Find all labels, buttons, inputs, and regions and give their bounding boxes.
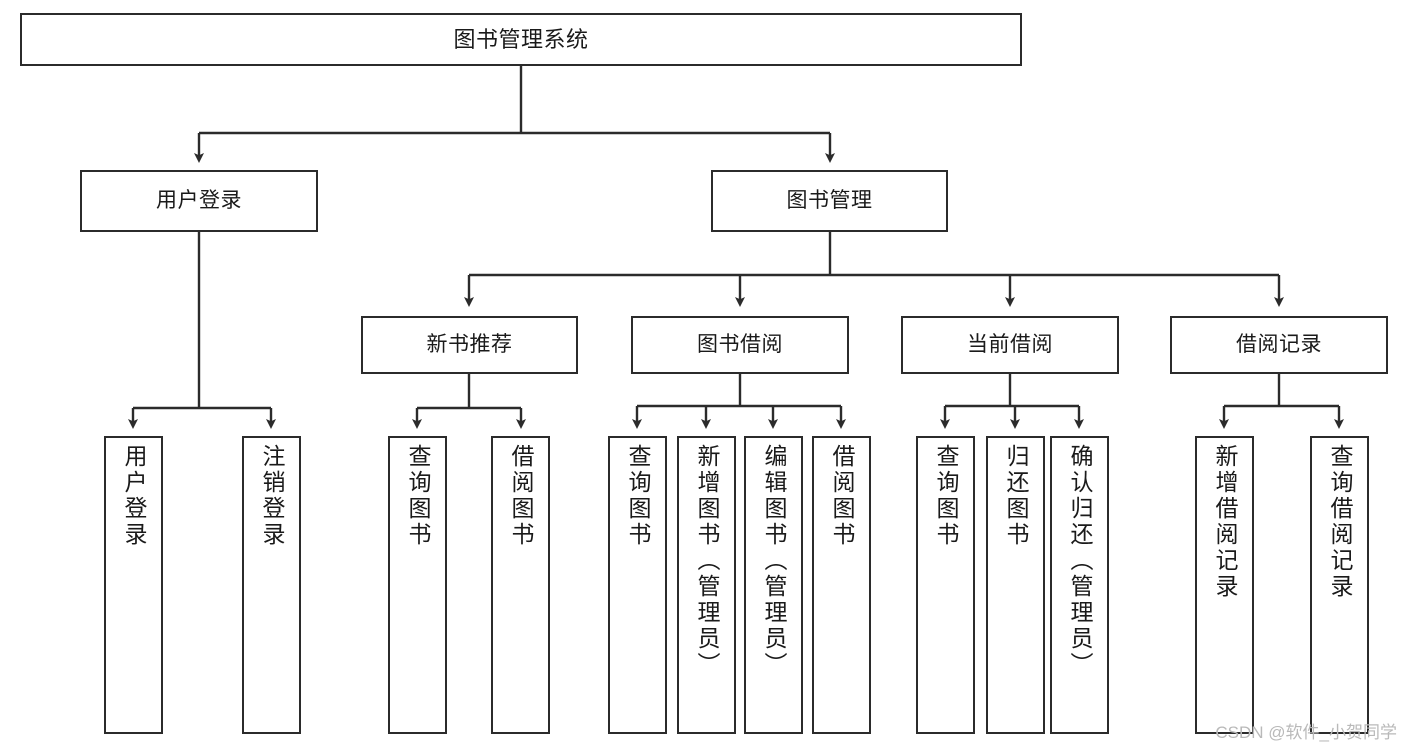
leaf-query-book-3[interactable]: 查询图书 (916, 436, 975, 734)
leaf-add-book[interactable]: 新增图书（管理员） (677, 436, 736, 734)
leaf-query-record-label: 查询借阅记录 (1327, 444, 1353, 600)
leaf-return-book[interactable]: 归还图书 (986, 436, 1045, 734)
leaf-borrow-book-1[interactable]: 借阅图书 (491, 436, 550, 734)
node-new-book-recommend[interactable]: 新书推荐 (361, 316, 578, 374)
leaf-add-book-label: 新增图书（管理员） (694, 444, 720, 678)
node-current-borrow[interactable]: 当前借阅 (901, 316, 1119, 374)
csdn-watermark: CSDN @软件_小贺同学 (1215, 723, 1397, 742)
leaf-query-book-3-label: 查询图书 (933, 444, 959, 548)
leaf-logout-login[interactable]: 注销登录 (242, 436, 301, 734)
node-book-manage[interactable]: 图书管理 (711, 170, 948, 232)
leaf-query-book-2-label: 查询图书 (625, 444, 651, 548)
leaf-edit-book-label: 编辑图书（管理员） (761, 444, 787, 678)
node-borrow-record[interactable]: 借阅记录 (1170, 316, 1388, 374)
node-root-label: 图书管理系统 (453, 26, 589, 52)
node-new-book-recommend-label: 新书推荐 (426, 332, 513, 356)
leaf-query-book-1-label: 查询图书 (405, 444, 431, 548)
leaf-return-book-label: 归还图书 (1003, 444, 1029, 548)
leaf-add-record-label: 新增借阅记录 (1212, 444, 1238, 600)
leaf-user-login-label: 用户登录 (121, 444, 147, 548)
node-borrow-record-label: 借阅记录 (1236, 332, 1322, 356)
leaf-query-book-2[interactable]: 查询图书 (608, 436, 667, 734)
leaf-borrow-book-2-label: 借阅图书 (829, 444, 855, 548)
leaf-confirm-return-label: 确认归还（管理员） (1067, 444, 1093, 678)
node-user-login-label: 用户登录 (156, 188, 242, 212)
node-user-login[interactable]: 用户登录 (80, 170, 318, 232)
leaf-confirm-return[interactable]: 确认归还（管理员） (1050, 436, 1109, 734)
leaf-edit-book[interactable]: 编辑图书（管理员） (744, 436, 803, 734)
leaf-borrow-book-1-label: 借阅图书 (508, 444, 534, 548)
node-root[interactable]: 图书管理系统 (20, 13, 1022, 66)
leaf-add-record[interactable]: 新增借阅记录 (1195, 436, 1254, 734)
leaf-query-record[interactable]: 查询借阅记录 (1310, 436, 1369, 734)
leaf-query-book-1[interactable]: 查询图书 (388, 436, 447, 734)
leaf-user-login[interactable]: 用户登录 (104, 436, 163, 734)
node-book-manage-label: 图书管理 (786, 188, 873, 212)
node-book-borrow-label: 图书借阅 (697, 332, 783, 356)
node-book-borrow[interactable]: 图书借阅 (631, 316, 849, 374)
node-current-borrow-label: 当前借阅 (967, 332, 1053, 356)
leaf-logout-login-label: 注销登录 (259, 444, 285, 548)
leaf-borrow-book-2[interactable]: 借阅图书 (812, 436, 871, 734)
